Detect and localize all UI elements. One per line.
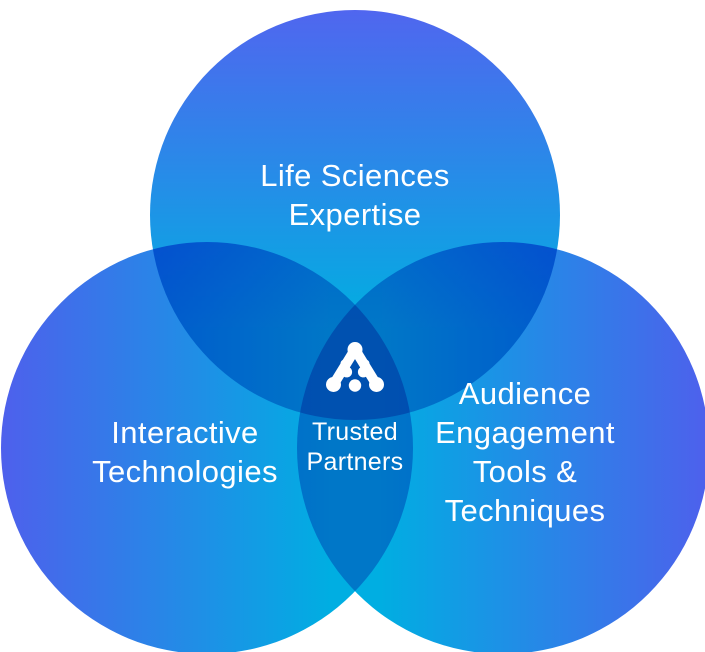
label-interactive-technologies: Interactive Technologies bbox=[25, 413, 345, 491]
label-line: Trusted bbox=[312, 418, 398, 446]
label-line: Interactive bbox=[111, 415, 259, 450]
label-line: Tools & bbox=[472, 454, 578, 489]
label-line: Life Sciences bbox=[260, 158, 450, 193]
label-audience-engagement-tools: Audience Engagement Tools & Techniques bbox=[355, 374, 695, 530]
label-line: Expertise bbox=[288, 197, 422, 232]
label-line: Engagement bbox=[435, 415, 615, 450]
label-trusted-partners: Trusted Partners bbox=[255, 417, 455, 477]
venn-circle-audience-engagement bbox=[297, 242, 705, 652]
label-line: Partners bbox=[306, 448, 404, 476]
label-line: Techniques bbox=[444, 493, 606, 528]
label-life-sciences-expertise: Life Sciences Expertise bbox=[185, 156, 525, 234]
label-line: Audience bbox=[458, 376, 592, 411]
node-a-logo-icon bbox=[326, 342, 384, 392]
label-line: Technologies bbox=[92, 454, 278, 489]
